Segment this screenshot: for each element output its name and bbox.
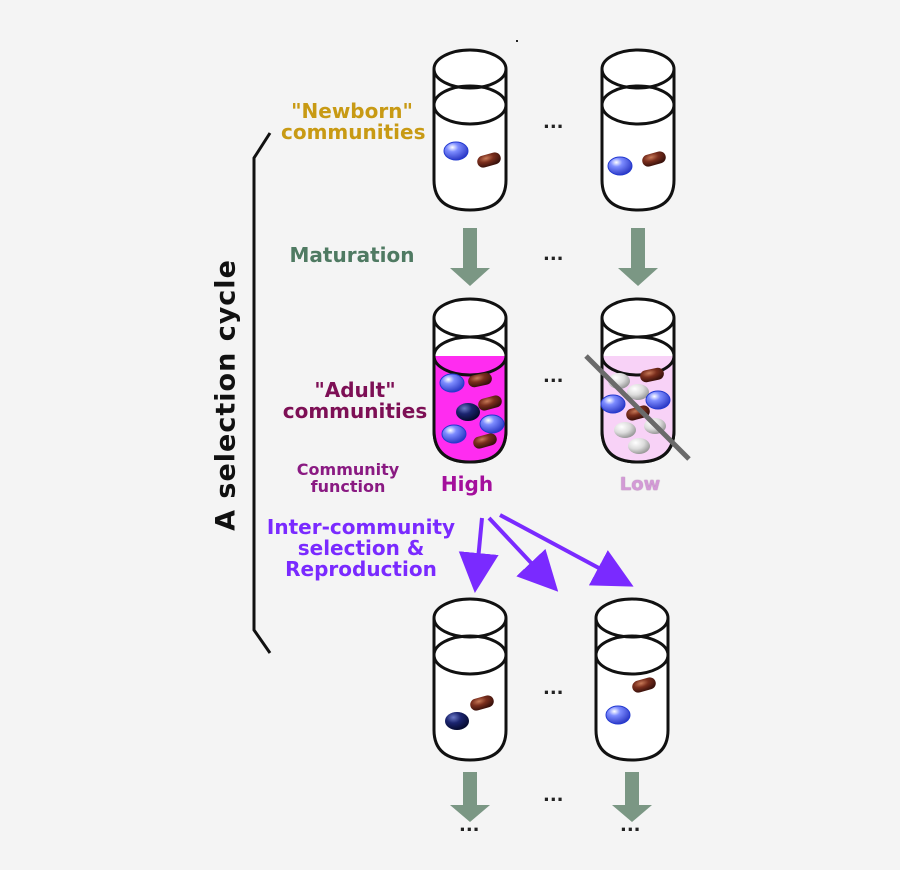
ellipsis-2: ...: [543, 244, 564, 265]
selection-arrows: [458, 513, 634, 593]
adult-tube-high: [432, 297, 508, 464]
ellipsis-5: ...: [543, 785, 564, 806]
newborn-label: "Newborn" communities: [281, 99, 426, 144]
community-function-label: Community function: [296, 460, 400, 496]
ellipsis-7: ...: [620, 815, 641, 836]
ellipsis-4: ...: [543, 678, 564, 699]
ellipsis-1: ...: [543, 112, 564, 133]
adult-tube-low: [584, 297, 691, 464]
newborn-tube-2: [600, 48, 676, 212]
maturation-arrow-2: [618, 228, 658, 286]
ellipsis-6: ...: [459, 815, 480, 836]
selection-cycle-label: A selection cycle: [210, 259, 242, 531]
offspring-tube-2: [594, 597, 670, 762]
ellipsis-3: ...: [543, 366, 564, 387]
bottom-arrow-2: [612, 772, 652, 822]
cycle-bracket: [252, 132, 272, 654]
maturation-label: Maturation: [289, 243, 415, 267]
high-label: High: [440, 472, 494, 496]
selection-reproduction-label: Inter-community selection & Reproduction: [266, 515, 456, 581]
maturation-arrow-1: [450, 228, 490, 286]
newborn-tube-1: [432, 48, 508, 212]
offspring-tube-1: [432, 597, 508, 762]
adult-label: "Adult" communities: [282, 378, 428, 423]
low-cross-line: [584, 354, 691, 461]
bottom-arrow-1: [450, 772, 490, 822]
low-label: Low: [619, 474, 661, 495]
